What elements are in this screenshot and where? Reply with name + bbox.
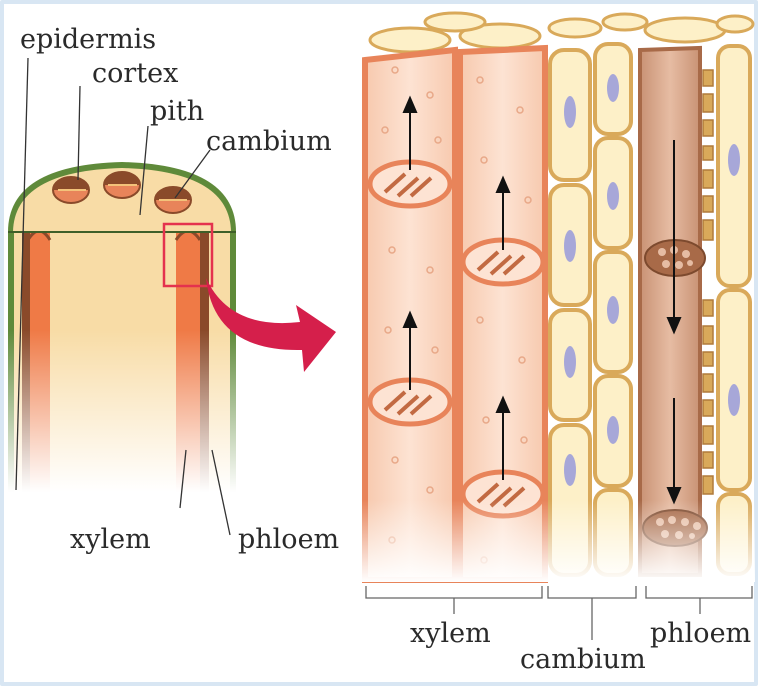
magnified-tissue [355, 13, 755, 582]
label-cambium-right: cambium [520, 644, 646, 675]
companion-cells [703, 70, 713, 494]
phloem-sieve-tube [640, 48, 713, 575]
label-phloem-right: phloem [650, 618, 751, 649]
label-pith: pith [150, 96, 204, 127]
label-epidermis: epidermis [20, 24, 156, 55]
label-phloem-left: phloem [238, 524, 339, 555]
stem-cross-section [8, 162, 236, 492]
label-xylem-right: xylem [410, 618, 491, 649]
label-cortex: cortex [92, 58, 178, 89]
label-xylem-left: xylem [70, 524, 151, 555]
label-cambium-left: cambium [206, 126, 332, 157]
